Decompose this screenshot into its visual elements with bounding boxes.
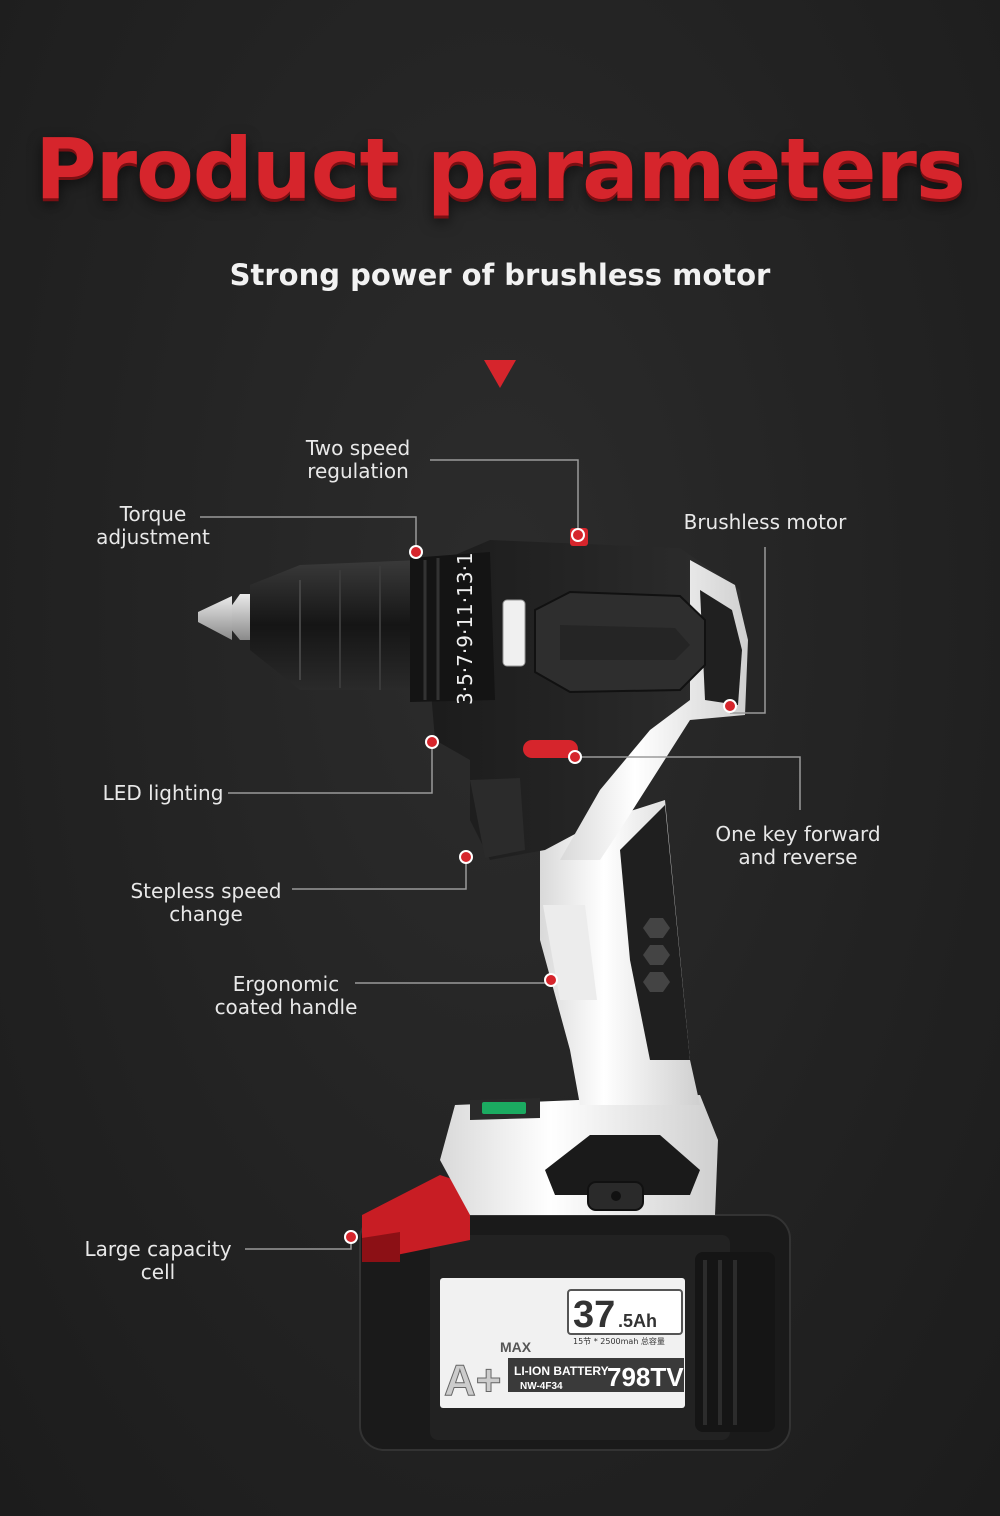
- battery-mount: [440, 1095, 718, 1215]
- down-arrow-icon: [484, 360, 516, 388]
- callout-torque: Torque adjustment: [96, 502, 210, 549]
- battery-model: NW-4F34: [520, 1381, 563, 1392]
- drill-body: [420, 528, 748, 860]
- battery-capacity-sub: .5Ah: [618, 1311, 657, 1331]
- callout-forward-reverse: One key forward and reverse: [715, 822, 881, 869]
- battery-cells: 15节 * 2500mah 总容量: [573, 1336, 665, 1346]
- callout-led: LED lighting: [102, 781, 224, 805]
- torque-scale: 3·5·7·9·11·13·1: [453, 552, 477, 705]
- callout-stepless: Stepless speed change: [130, 879, 282, 926]
- chuck: [198, 552, 495, 702]
- page-title: Product parameters: [35, 120, 966, 218]
- callout-brushless: Brushless motor: [683, 510, 847, 534]
- callout-handle: Ergonomic coated handle: [214, 972, 358, 1019]
- page-subtitle: Strong power of brushless motor: [229, 258, 771, 292]
- battery-tv: 798TV: [607, 1362, 684, 1392]
- battery-type: LI-ION BATTERY: [514, 1364, 609, 1378]
- battery-brand: MAX: [500, 1339, 532, 1355]
- callout-cell: Large capacity cell: [84, 1237, 232, 1284]
- battery-capacity-main: 37: [573, 1294, 615, 1336]
- callout-two-speed: Two speed regulation: [305, 436, 411, 483]
- battery-grade: A+: [444, 1356, 501, 1405]
- callout-dots: [344, 528, 737, 1244]
- handle: [540, 800, 700, 1105]
